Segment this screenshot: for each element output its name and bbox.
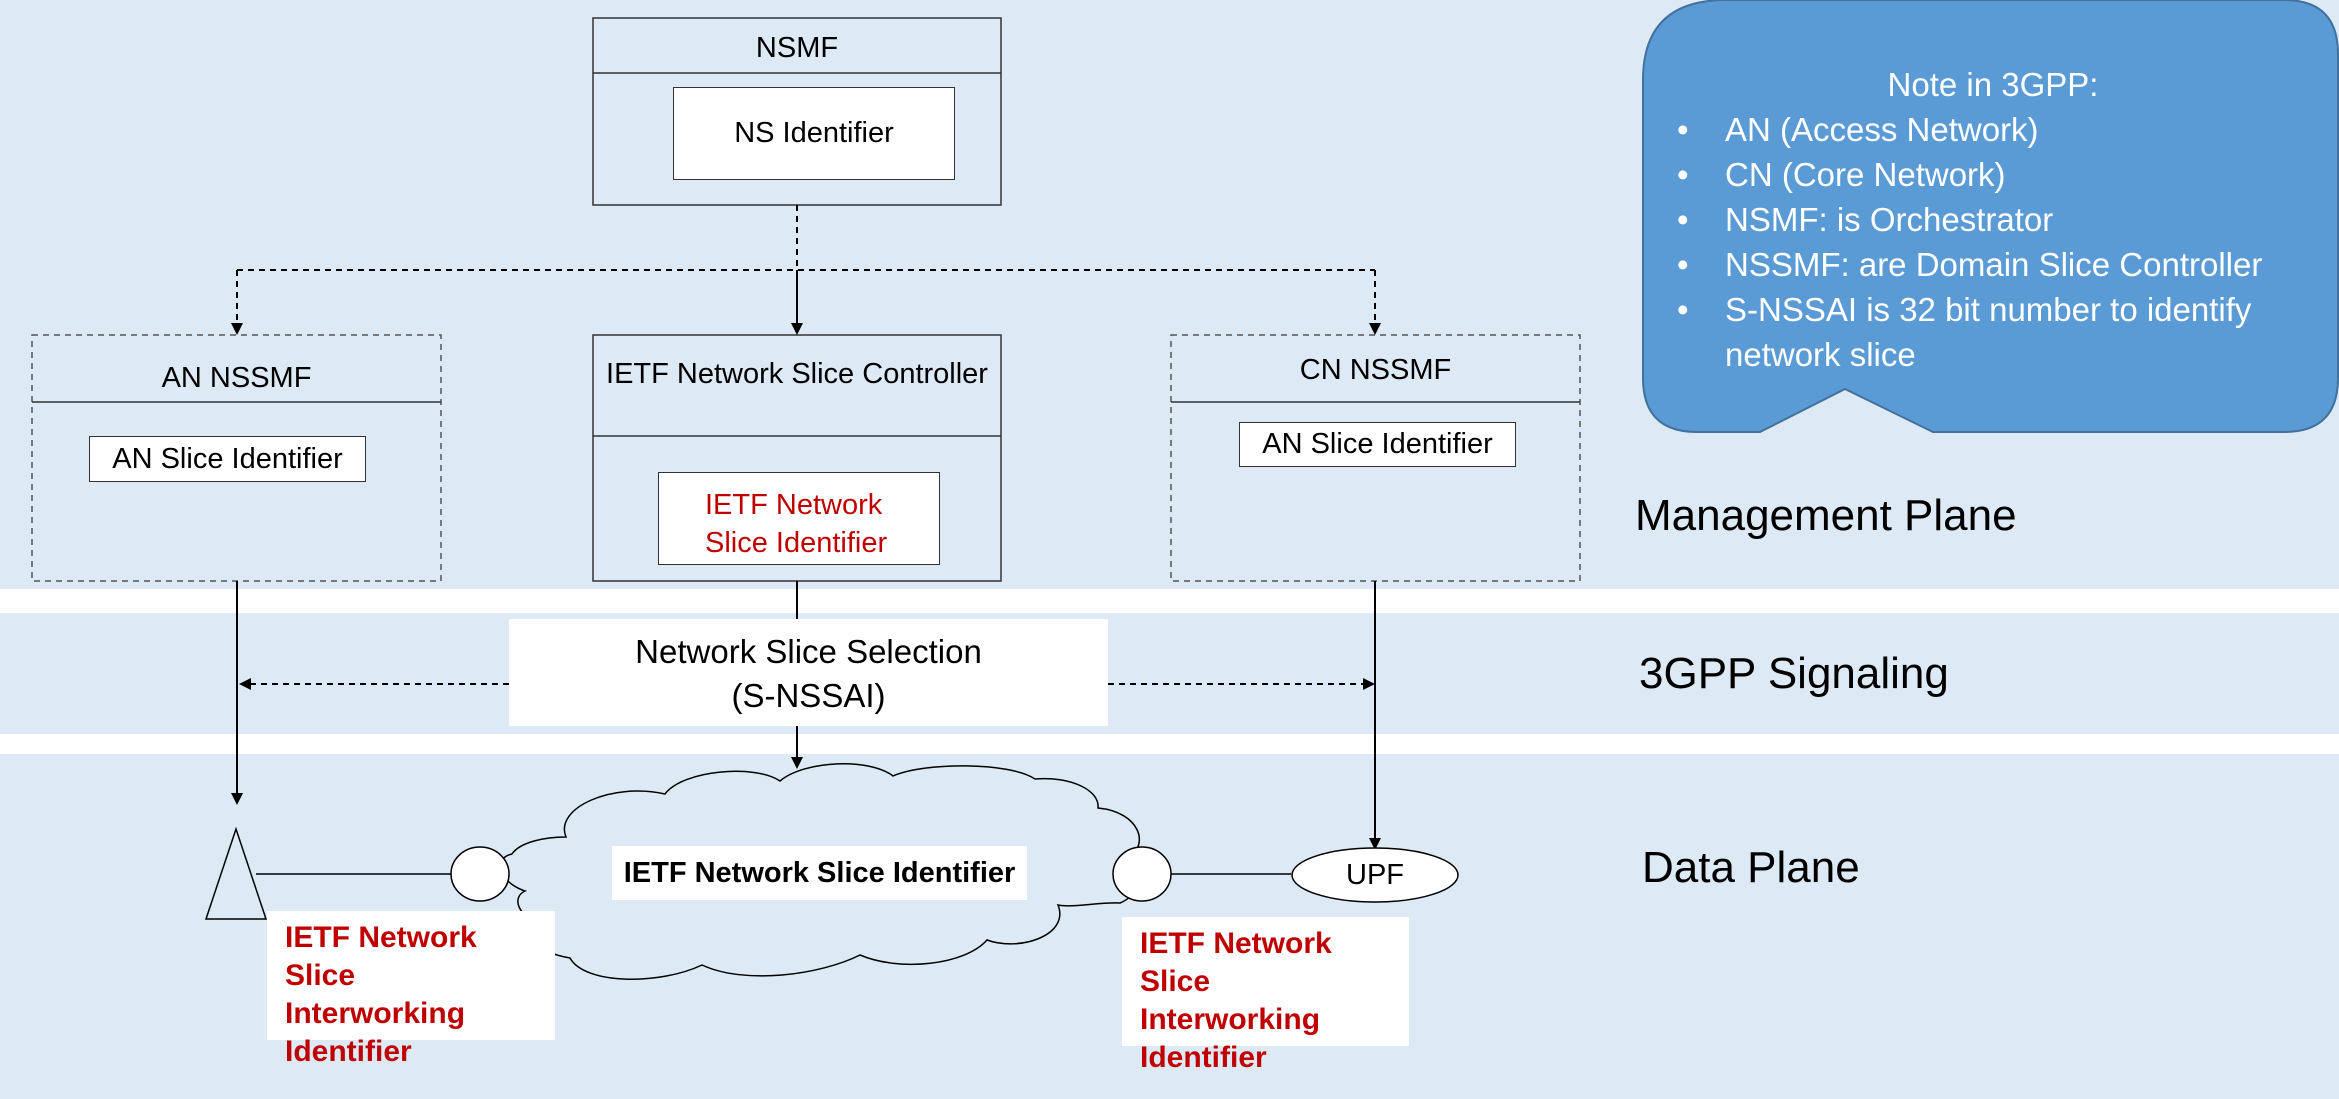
signaling-plane-label: 3GPP Signaling [1639,649,1949,698]
cn-nssmf-title: CN NSSMF [1299,354,1452,386]
an-slice-identifier-label: AN Slice Identifier [112,442,343,475]
note-callout: Note in 3GPP: AN (Access Network) CN (Co… [1663,62,2323,377]
interworking-right-line3: Identifier [1140,1041,1267,1074]
note-item: AN (Access Network) [1663,107,2323,152]
interworking-left-box: IETF Network Slice Interworking Identifi… [267,911,555,1068]
interworking-left-text: IETF Network Slice Interworking Identifi… [285,919,555,1071]
ns-identifier-box: NS Identifier [673,87,955,180]
interworking-right-text: IETF Network Slice Interworking Identifi… [1140,925,1409,1077]
network-slice-selection-box: Network Slice Selection (S-NSSAI) [509,619,1108,726]
upf-label: UPF [1346,859,1404,891]
network-slice-selection-line1: Network Slice Selection [635,633,982,670]
ietf-controller-title: IETF Network Slice Controller [606,358,988,390]
signaling-band [0,613,2339,734]
cloud-label: IETF Network Slice Identifier [623,857,1016,889]
an-slice-identifier-box: AN Slice Identifier [89,436,366,482]
ran-antenna-triangle [204,826,268,920]
note-item: S-NSSAI is 32 bit number to identify [1663,287,2323,332]
data-plane-label: Data Plane [1642,843,1860,892]
left-pe-endpoint [450,846,510,902]
ietf-slice-identifier-box: IETF Network Slice Identifier [658,472,940,565]
note-item: NSMF: is Orchestrator [1663,197,2323,242]
right-pe-endpoint [1112,846,1172,902]
interworking-right-line2: Interworking [1140,1003,1321,1036]
interworking-left-line1: IETF Network Slice [285,921,477,992]
note-item: CN (Core Network) [1663,152,2323,197]
ietf-slice-identifier-line2: Slice Identifier [705,527,888,559]
interworking-left-line2: Interworking [285,997,466,1030]
cn-slice-identifier-label: AN Slice Identifier [1262,428,1493,460]
note-list: AN (Access Network) CN (Core Network) NS… [1663,107,2323,377]
ns-identifier-label: NS Identifier [734,117,894,149]
interworking-right-box: IETF Network Slice Interworking Identifi… [1122,917,1409,1074]
cn-slice-identifier-box: AN Slice Identifier [1239,422,1516,467]
note-item-continuation: network slice [1725,336,1916,373]
note-title: Note in 3GPP: [1887,66,2099,103]
management-plane-label: Management Plane [1635,491,2017,540]
an-nssmf-title: AN NSSMF [161,362,312,394]
interworking-right-line1: IETF Network Slice [1140,927,1332,998]
cloud-label-box: IETF Network Slice Identifier [612,846,1027,900]
network-slice-selection-line2: (S-NSSAI) [731,677,886,714]
interworking-left-line3: Identifier [285,1035,412,1068]
ietf-slice-identifier-line1: IETF Network [705,489,883,521]
upf-node [1291,847,1459,903]
note-item: NSSMF: are Domain Slice Controller [1663,242,2323,287]
nsmf-title: NSMF [755,32,839,64]
